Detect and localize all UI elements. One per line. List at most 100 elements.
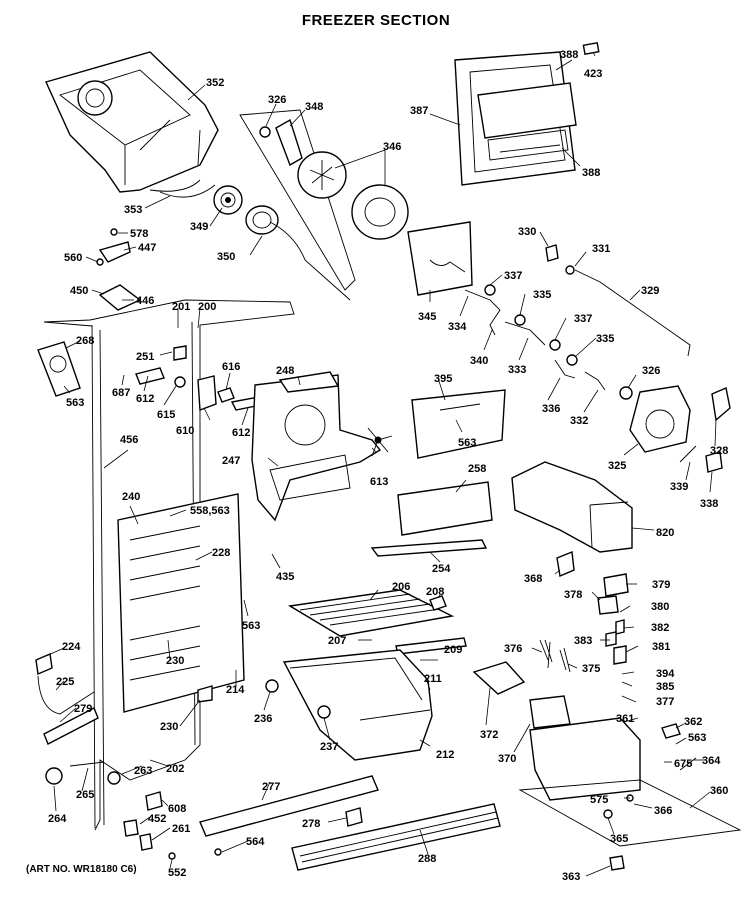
- callout-label: 208: [426, 586, 444, 598]
- part-616: [217, 387, 235, 403]
- callout-label: 330: [518, 226, 536, 238]
- part-back-plate-outline: [239, 109, 356, 291]
- callout-label: 251: [136, 351, 154, 363]
- part-345: [407, 221, 473, 296]
- part-fan-shroud: [251, 374, 382, 522]
- callout-label: 370: [498, 753, 516, 765]
- callout-label: 340: [470, 355, 488, 367]
- part-265: [69, 761, 105, 767]
- callout-label: 394: [656, 668, 675, 680]
- callout-label: 201: [172, 301, 190, 313]
- callout-label: 337: [574, 313, 592, 325]
- part-screw-578: [110, 228, 118, 236]
- part-268-knob: [49, 355, 67, 373]
- callout-label: 564: [246, 836, 265, 848]
- callout-label: 335: [533, 289, 551, 301]
- callout-label: 377: [656, 696, 674, 708]
- callout-label: 211: [424, 673, 442, 685]
- callout-label: 329: [641, 285, 659, 297]
- callout-label: 435: [276, 571, 294, 583]
- part-258: [397, 481, 493, 536]
- leader-lines: [45, 51, 717, 877]
- part-evap-fan-blade: [297, 151, 409, 240]
- diagram-title: FREEZER SECTION: [301, 12, 451, 29]
- callout-label: 336: [542, 403, 560, 415]
- callout-label: 378: [564, 589, 582, 601]
- callout-label: 326: [642, 365, 660, 377]
- callout-label: 225: [56, 676, 74, 688]
- part-423: [582, 42, 600, 55]
- part-230: [197, 685, 213, 703]
- callout-label: 560: [64, 252, 82, 264]
- callout-label: 348: [305, 101, 323, 113]
- callout-label: 456: [120, 434, 138, 446]
- part-auger: [245, 205, 351, 301]
- callout-label: 339: [670, 481, 688, 493]
- part-615-left: [174, 376, 186, 388]
- callout-label: 575: [590, 794, 608, 806]
- part-452: [123, 819, 139, 837]
- callout-label: 332: [570, 415, 588, 427]
- part-345-detail: [429, 259, 466, 273]
- part-395: [411, 389, 506, 459]
- part-395-slot: [439, 403, 481, 411]
- callout-label: 335: [596, 333, 614, 345]
- callout-label: 230: [160, 721, 178, 733]
- callout-label: 268: [76, 335, 94, 347]
- callout-label: 228: [212, 547, 230, 559]
- callout-label: 364: [702, 755, 721, 767]
- callout-label: 381: [652, 641, 670, 653]
- part-564: [214, 848, 222, 856]
- callout-label: 615: [157, 409, 175, 421]
- part-ice-maker: [511, 461, 633, 553]
- callout-label: 687: [112, 387, 130, 399]
- part-254: [370, 539, 488, 557]
- callout-label: 376: [504, 643, 522, 655]
- callout-label: 326: [268, 94, 286, 106]
- part-446: [98, 284, 142, 311]
- part-612-left: [135, 367, 165, 385]
- part-363: [609, 855, 625, 871]
- callout-label: 360: [710, 785, 728, 797]
- callout-label: 265: [76, 789, 94, 801]
- part-376-wire: [539, 639, 553, 669]
- callout-label: 236: [254, 713, 272, 725]
- part-237: [317, 705, 331, 719]
- part-grille: [291, 803, 501, 871]
- callout-label: 612: [232, 427, 250, 439]
- part-279: [43, 707, 99, 745]
- callout-labels: 352 326 348 346 387 388 423 388 353 349 …: [48, 49, 728, 883]
- callout-label: 372: [480, 729, 498, 741]
- part-368: [556, 551, 575, 577]
- part-610: [197, 375, 217, 411]
- art-number: (ART NO. WR18180 C6): [26, 864, 137, 875]
- callout-label: 578: [130, 228, 148, 240]
- callout-label: 346: [383, 141, 401, 153]
- part-375-wire: [559, 647, 571, 673]
- part-dispenser-door: [454, 51, 577, 186]
- part-auger-coupler: [213, 185, 243, 215]
- callout-label: 563: [688, 732, 706, 744]
- callout-label: 362: [684, 716, 702, 728]
- callout-label: 264: [48, 813, 67, 825]
- part-evaporator: [117, 493, 245, 713]
- callout-label: 202: [166, 763, 184, 775]
- part-shelf: [287, 589, 455, 637]
- callout-label: 224: [62, 641, 81, 653]
- callout-label: 395: [434, 373, 452, 385]
- part-236: [265, 679, 279, 693]
- callout-label: 447: [138, 242, 156, 254]
- part-331: [565, 265, 575, 275]
- callout-label: 552: [168, 867, 186, 879]
- callout-label: 388: [582, 167, 600, 179]
- callout-label: 237: [320, 741, 338, 753]
- callout-label: 279: [74, 703, 92, 715]
- part-608: [145, 791, 163, 811]
- part-365: [603, 809, 613, 819]
- part-225: [37, 675, 95, 715]
- part-277: [199, 775, 379, 837]
- callout-label: 616: [222, 361, 240, 373]
- part-328: [711, 387, 731, 422]
- callout-label: 209: [444, 644, 462, 656]
- part-379: [603, 573, 629, 597]
